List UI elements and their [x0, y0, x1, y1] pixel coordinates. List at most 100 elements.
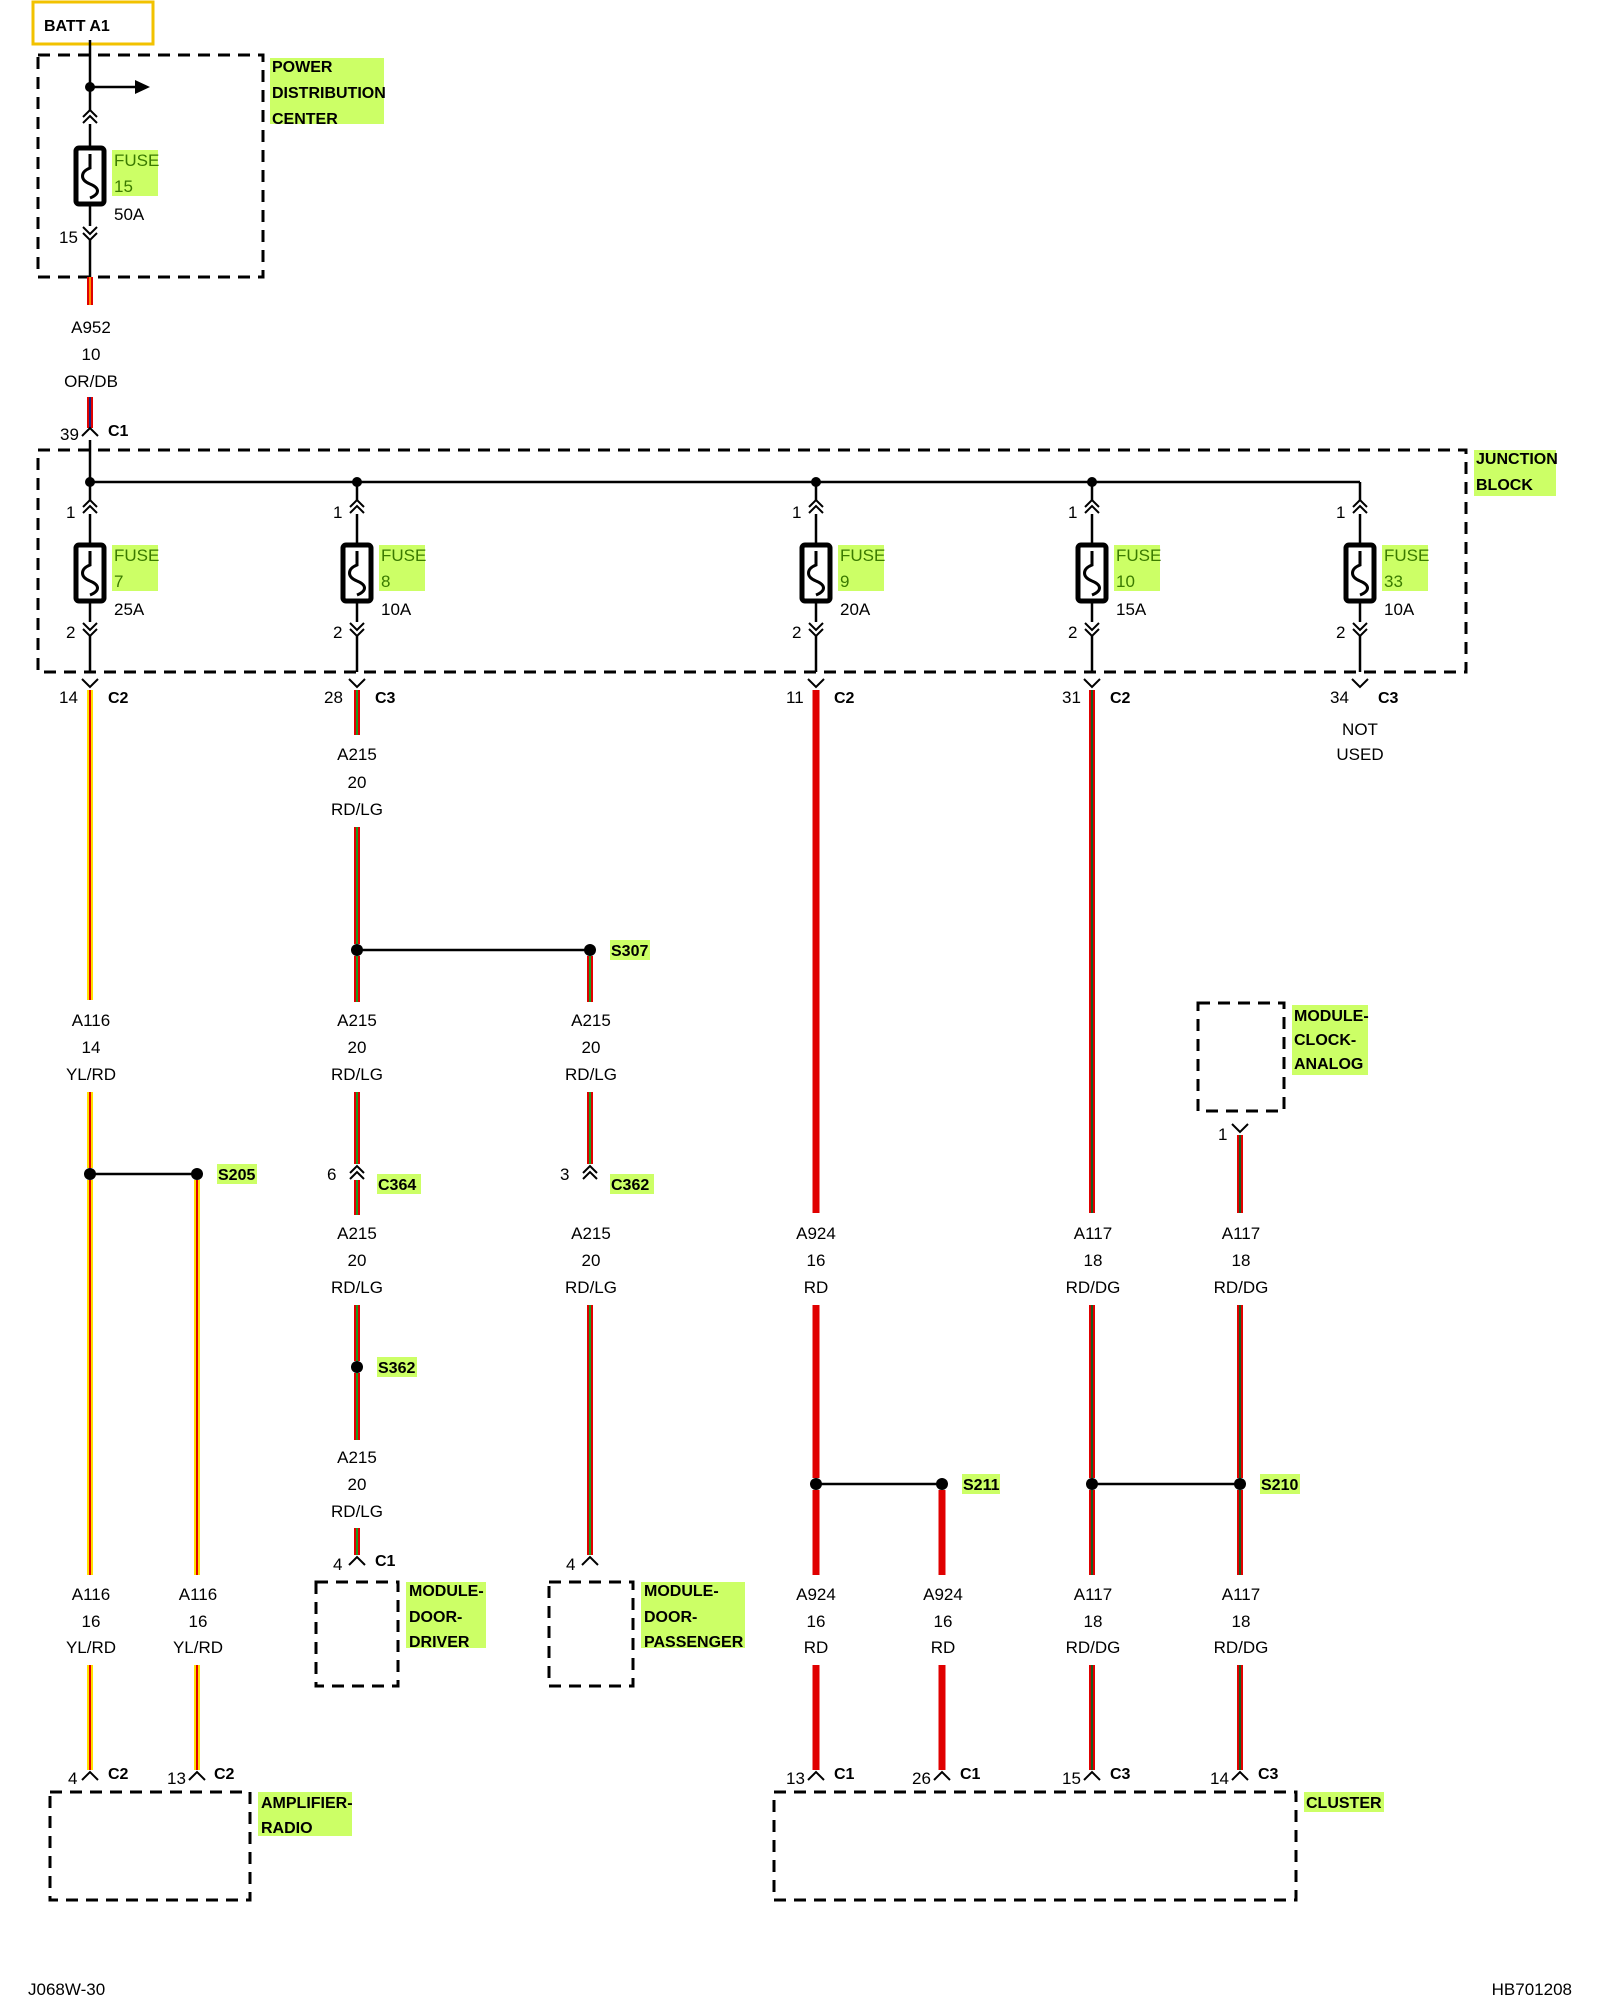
fuse33-pin-bottom: 2 [1336, 623, 1345, 642]
jb-out-31-pin: 31 [1062, 688, 1081, 707]
jb-out-28-conn: C3 [375, 690, 396, 707]
wire-label-a117-bottom-right: A117 18 RD/DG [1214, 1585, 1269, 1657]
jb-out-34-conn: C3 [1378, 690, 1399, 707]
wire-label-a215-left-3: A215 20 RD/LG [331, 1448, 383, 1521]
fuse15-amperage: 50A [114, 205, 145, 224]
amplifier-radio-label-highlight [258, 1792, 352, 1836]
svg-text:16: 16 [934, 1612, 953, 1631]
module-door-passenger-pin-number: 4 [566, 1555, 575, 1574]
cluster-pin-13 [807, 1771, 825, 1781]
amp-pin-13-conn: C2 [214, 1766, 235, 1783]
pdc-label-line3: CENTER [272, 111, 338, 128]
module-clock-label-line2: CLOCK- [1294, 1032, 1356, 1049]
fuse33-pin-top: 1 [1336, 503, 1345, 522]
amp-pin-4 [81, 1771, 99, 1781]
fuse9-number: 9 [840, 572, 849, 591]
svg-text:20: 20 [582, 1038, 601, 1057]
svg-text:A215: A215 [337, 1224, 377, 1243]
svg-text:18: 18 [1232, 1612, 1251, 1631]
fuse8-number: 8 [381, 572, 390, 591]
fuse15-highlight [112, 150, 158, 196]
fuse8-pin-bottom: 2 [333, 623, 342, 642]
pdc-label-line1: POWER [272, 59, 333, 76]
cluster-pin-26-number: 26 [912, 1769, 931, 1788]
fuse7-highlight [112, 545, 158, 591]
svg-text:RD/DG: RD/DG [1214, 1278, 1269, 1297]
cluster-label: CLUSTER [1306, 1795, 1382, 1812]
connector-c364-highlight [377, 1174, 421, 1194]
connector-c362-symbol [582, 1165, 598, 1180]
splice-s205-junction [84, 1168, 203, 1180]
cluster-pin-15 [1083, 1771, 1101, 1781]
amp-pin-4-number: 4 [68, 1769, 77, 1788]
cluster-label-highlight [1304, 1792, 1384, 1812]
splice-s211-junction [810, 1478, 948, 1490]
connector-jb-in-pin [81, 427, 99, 437]
cluster-pin-15-number: 15 [1062, 1769, 1081, 1788]
cluster-pin-13-conn: C1 [834, 1766, 855, 1783]
module-door-driver-pin-number: 4 [333, 1555, 342, 1574]
svg-text:RD/LG: RD/LG [565, 1065, 617, 1084]
splice-s205-label: S205 [218, 1167, 255, 1184]
module-clock-label-highlight [1292, 1005, 1368, 1075]
svg-text:20: 20 [582, 1251, 601, 1270]
amplifier-radio-box [48, 1790, 252, 1902]
svg-text:RD/LG: RD/LG [331, 800, 383, 819]
not-used-line2: USED [1336, 745, 1383, 764]
fuse15-pin: 15 [59, 228, 78, 247]
pdc-label-highlight [270, 58, 384, 124]
amp-pin-13 [188, 1771, 206, 1781]
splice-s210-label: S210 [1261, 1477, 1298, 1494]
svg-text:10: 10 [82, 345, 101, 364]
fuse8-word: FUSE [381, 546, 426, 565]
svg-text:RD: RD [931, 1638, 956, 1657]
svg-text:20: 20 [348, 773, 367, 792]
pdc-label-line2: DISTRIBUTION [272, 85, 386, 102]
splice-s307-label: S307 [611, 943, 648, 960]
svg-text:A215: A215 [571, 1224, 611, 1243]
fuse-8-symbol [343, 482, 371, 688]
connector-c364-symbol [349, 1165, 365, 1180]
splice-s362-dot [351, 1361, 363, 1373]
svg-text:A116: A116 [72, 1011, 110, 1030]
fuse10-word: FUSE [1116, 546, 1161, 565]
svg-text:A117: A117 [1222, 1585, 1260, 1604]
not-used-line1: NOT [1342, 720, 1378, 739]
svg-text:A924: A924 [923, 1585, 963, 1604]
svg-text:18: 18 [1084, 1251, 1103, 1270]
fuse-9-symbol [802, 482, 830, 688]
cluster-pin-14 [1231, 1771, 1249, 1781]
fuse8-pin-top: 1 [333, 503, 342, 522]
fuse10-pin-top: 1 [1068, 503, 1077, 522]
module-door-passenger-label-highlight [641, 1582, 745, 1648]
jb-out-11-pin: 11 [786, 688, 804, 707]
connector-c362-label: C362 [611, 1177, 649, 1194]
amp-pin-4-conn: C2 [108, 1766, 129, 1783]
connector-jb-in-pin-number: 39 [60, 425, 79, 444]
fuse-7-symbol [76, 482, 104, 688]
junction-block-label-highlight [1474, 450, 1556, 496]
fuse10-amperage: 15A [1116, 600, 1147, 619]
module-clock-pin-number: 1 [1218, 1125, 1227, 1144]
module-door-driver-label-highlight [406, 1582, 486, 1648]
fuse-10-symbol [1078, 482, 1106, 688]
connector-c364-label: C364 [378, 1177, 416, 1194]
module-clock-pin [1231, 1123, 1249, 1133]
svg-text:A952: A952 [71, 318, 111, 337]
amplifier-radio-label-line2: RADIO [261, 1820, 313, 1837]
junction-block-label-line2: BLOCK [1476, 477, 1533, 494]
junction-block-label-line1: JUNCTION [1476, 451, 1558, 468]
module-door-passenger-label-line1: MODULE- [644, 1583, 719, 1600]
footer-left-code: J068W-30 [28, 1980, 105, 1999]
module-door-driver-label-line2: DOOR- [409, 1609, 462, 1626]
jb-out-31-conn: C2 [1110, 690, 1131, 707]
wire-label-a215-top: A215 20 RD/LG [331, 745, 383, 819]
fuse9-pin-bottom: 2 [792, 623, 801, 642]
module-door-passenger-box [547, 1580, 635, 1688]
svg-text:A117: A117 [1074, 1224, 1112, 1243]
wire-label-a116-mid: A116 14 YL/RD [66, 1011, 116, 1084]
svg-text:A215: A215 [571, 1011, 611, 1030]
cluster-box [772, 1790, 1298, 1902]
svg-text:RD/LG: RD/LG [565, 1278, 617, 1297]
fuse15-number: 15 [114, 177, 133, 196]
